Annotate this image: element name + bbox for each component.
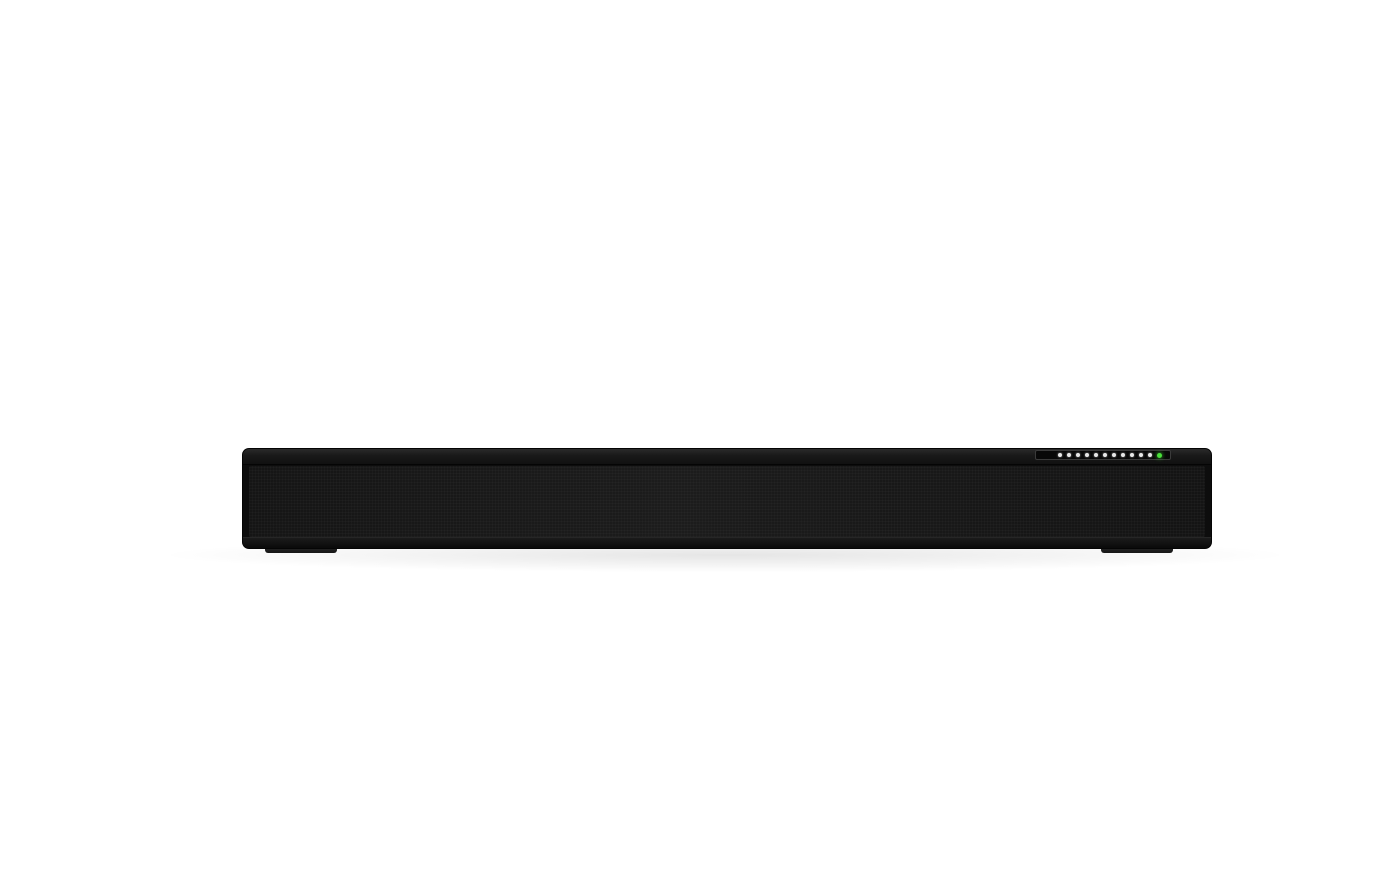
- indicator-led-icon: [1076, 453, 1080, 457]
- indicator-led-icon: [1103, 453, 1107, 457]
- speaker-grille: [249, 466, 1205, 537]
- soundbar-bottom-edge: [243, 537, 1211, 548]
- indicator-led-panel: [1035, 450, 1171, 460]
- soundbar-top-panel: [243, 449, 1211, 465]
- indicator-led-icon: [1085, 453, 1089, 457]
- left-foot: [265, 546, 337, 553]
- indicator-led-icon: [1094, 453, 1098, 457]
- indicator-led-icon: [1067, 453, 1071, 457]
- indicator-led-icon: [1058, 453, 1062, 457]
- indicator-led-icon: [1139, 453, 1143, 457]
- soundbar-icon: [243, 449, 1211, 548]
- indicator-led-icon: [1148, 453, 1152, 457]
- status-led-icon: [1157, 452, 1162, 458]
- right-foot: [1101, 546, 1173, 553]
- indicator-led-icon: [1130, 453, 1134, 457]
- indicator-led-icon: [1112, 453, 1116, 457]
- indicator-led-icon: [1121, 453, 1125, 457]
